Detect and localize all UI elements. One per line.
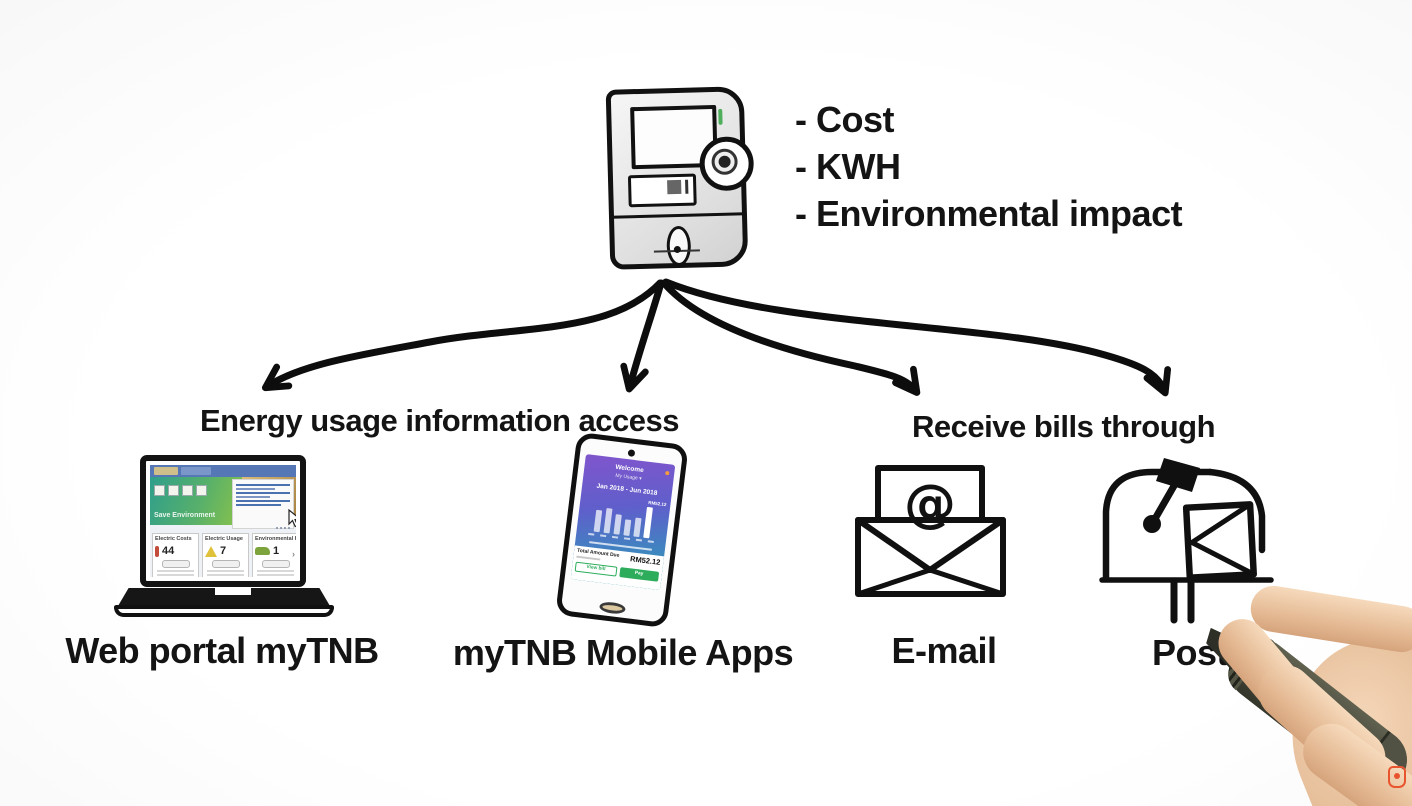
hero-pager-dots — [276, 527, 290, 529]
mouse-cursor-icon — [288, 509, 296, 528]
meter-bullet-list: - Cost - KWH - Environmental impact — [795, 96, 1183, 237]
at-symbol-icon: @ — [904, 474, 956, 534]
flag-pivot — [1143, 515, 1161, 533]
email-label: E-mail — [891, 630, 997, 671]
meter-switch — [627, 173, 697, 208]
card-button[interactable] — [261, 560, 290, 568]
phone-home-button — [598, 600, 627, 615]
laptop-screen: Save Environment Electric Costs 44 — [140, 455, 306, 587]
hero-title: Save Environment — [154, 512, 216, 519]
envelope-fold-left — [855, 517, 933, 573]
card-caption-line — [157, 570, 194, 572]
hero-icon-row — [154, 485, 207, 496]
usage-bar — [613, 514, 622, 535]
card-caption-line — [207, 570, 244, 572]
arrow-to-email — [660, 279, 921, 396]
card-caption-line — [207, 574, 244, 576]
mailbox-open-door — [1206, 468, 1266, 554]
thermometer-icon — [155, 545, 159, 557]
card-title: Electric Usage — [205, 536, 243, 542]
usage-bar — [623, 519, 632, 536]
amount-due-card: Total Amount Due RM52.12 View bill Pay — [570, 545, 665, 591]
car-icon — [255, 547, 270, 555]
hero-green-panel: Save Environment — [150, 477, 242, 525]
hero-icon-3 — [182, 485, 193, 496]
watermark-logo — [1388, 766, 1406, 788]
card-caption-line — [157, 574, 194, 576]
envelope-body — [855, 517, 1006, 597]
phone-camera-dot — [627, 449, 636, 457]
laptop-illustration: Save Environment Electric Costs 44 — [114, 452, 348, 627]
card-electric-costs: Electric Costs 44 — [152, 533, 199, 577]
arrow-to-mailbox — [662, 278, 1172, 397]
portal-info-panel — [232, 479, 294, 529]
email-envelope-icon — [855, 465, 1006, 597]
meter-switch-bar — [685, 179, 689, 194]
portal-cards-row: Electric Costs 44 Electric Usage 7 — [152, 533, 296, 577]
envelope-fold-br — [927, 567, 1006, 597]
usage-triangle-icon — [205, 545, 217, 557]
portal-hero-banner: Save Environment — [150, 477, 296, 529]
bullet-environmental-impact: - Environmental impact — [795, 193, 1183, 234]
smartphone-illustration: Welcome My Usage ▾ Jan 2018 - Jun 2018 R… — [555, 431, 689, 629]
flag-head — [1156, 458, 1200, 492]
envelope-fold-bl — [855, 567, 933, 597]
portal-navbar — [150, 465, 296, 477]
web-portal-label: Web portal myTNB — [65, 630, 379, 671]
arrow-to-phone — [620, 279, 665, 393]
arrow-to-laptop — [261, 279, 664, 392]
laptop-keyboard-base — [118, 588, 330, 606]
card-caption-line — [257, 574, 294, 576]
usage-bar — [603, 507, 613, 534]
mailbox-icon — [1099, 458, 1274, 624]
card-value: 7 — [220, 545, 227, 557]
hero-icon-2 — [168, 485, 179, 496]
hero-icon-1 — [154, 485, 165, 496]
mobile-app-label: myTNB Mobile Apps — [452, 632, 794, 673]
portal-tab-2[interactable] — [181, 467, 211, 475]
card-value: 44 — [162, 545, 175, 557]
web-portal-page: Save Environment Electric Costs 44 — [150, 465, 296, 577]
usage-bar — [593, 509, 603, 533]
portal-tab-1[interactable] — [154, 467, 178, 475]
card-title: Environmental Impact — [255, 536, 296, 542]
card-environmental-impact: Environmental Impact 1 — [252, 533, 296, 577]
bullet-kwh: - KWH — [795, 146, 901, 187]
amount-due-value: RM52.12 — [629, 554, 661, 567]
carousel-chevron-icon[interactable]: › — [292, 549, 295, 559]
smart-meter-illustration — [605, 86, 755, 270]
card-caption-line — [257, 570, 294, 572]
card-value: 1 — [273, 545, 280, 557]
mail-envelope-fold-top — [1189, 501, 1253, 545]
laptop-base-lip — [114, 605, 334, 617]
mail-envelope-fold-bottom — [1189, 539, 1257, 577]
mytnb-app-screen: Welcome My Usage ▾ Jan 2018 - Jun 2018 R… — [570, 454, 676, 591]
meter-switch-knob — [667, 179, 682, 195]
hero-icon-4 — [196, 485, 207, 496]
energy-access-label: Energy usage information access — [200, 403, 679, 438]
card-button[interactable] — [211, 560, 240, 568]
usage-bar — [633, 517, 642, 538]
envelope-fold-right — [927, 517, 1006, 573]
card-title: Electric Costs — [155, 536, 192, 542]
due-date-line — [576, 555, 601, 561]
receive-bills-label: Receive bills through — [912, 409, 1216, 444]
meter-indicator-led — [718, 108, 723, 125]
usage-bar — [643, 506, 653, 539]
laptop-hinge-notch — [215, 588, 251, 595]
card-button[interactable] — [161, 560, 190, 568]
pay-button[interactable]: Pay — [618, 566, 660, 582]
mail-envelope — [1182, 501, 1257, 581]
bullet-cost: - Cost — [795, 99, 895, 140]
card-electric-usage: Electric Usage 7 — [202, 533, 249, 577]
bar-highlight-label: RM52.12 — [647, 500, 667, 508]
view-bill-button[interactable]: View bill — [574, 561, 618, 577]
